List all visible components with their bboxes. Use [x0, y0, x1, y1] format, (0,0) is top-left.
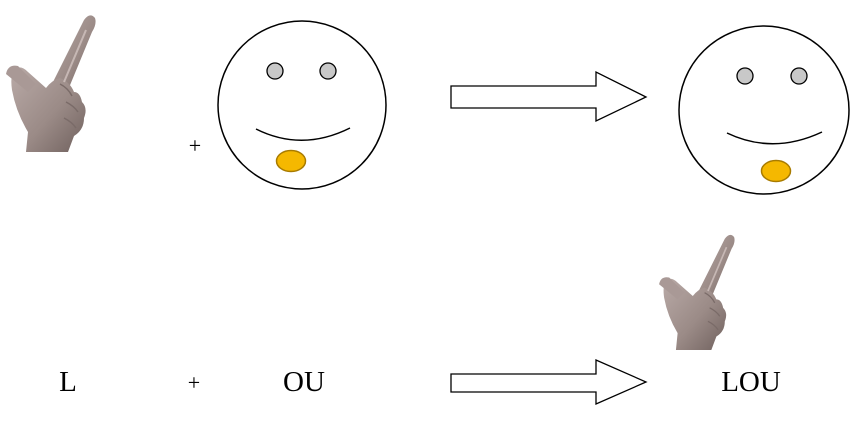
top-row: + [6, 14, 850, 195]
bottom-row: L + OU LOU [59, 233, 781, 405]
right-arrow-icon [450, 359, 648, 405]
right-eye [319, 62, 337, 80]
plus-sign: + [188, 370, 200, 395]
letter-l: L [59, 366, 77, 398]
left-eye [266, 62, 284, 80]
smile-mouth [726, 131, 823, 145]
plus-sign: + [189, 133, 201, 158]
smiley-face-icon [678, 25, 850, 195]
smiley-face-icon [217, 20, 387, 190]
pointing-hand-icon [658, 233, 736, 350]
left-eye [736, 67, 754, 85]
result-lou: LOU [721, 366, 781, 398]
right-eye [790, 67, 808, 85]
smile-mouth [255, 127, 351, 141]
mouth-oval [275, 149, 307, 173]
right-arrow-icon [450, 70, 648, 123]
mouth-oval [760, 159, 792, 183]
pointing-hand-icon [6, 14, 96, 152]
letters-ou: OU [283, 366, 325, 398]
